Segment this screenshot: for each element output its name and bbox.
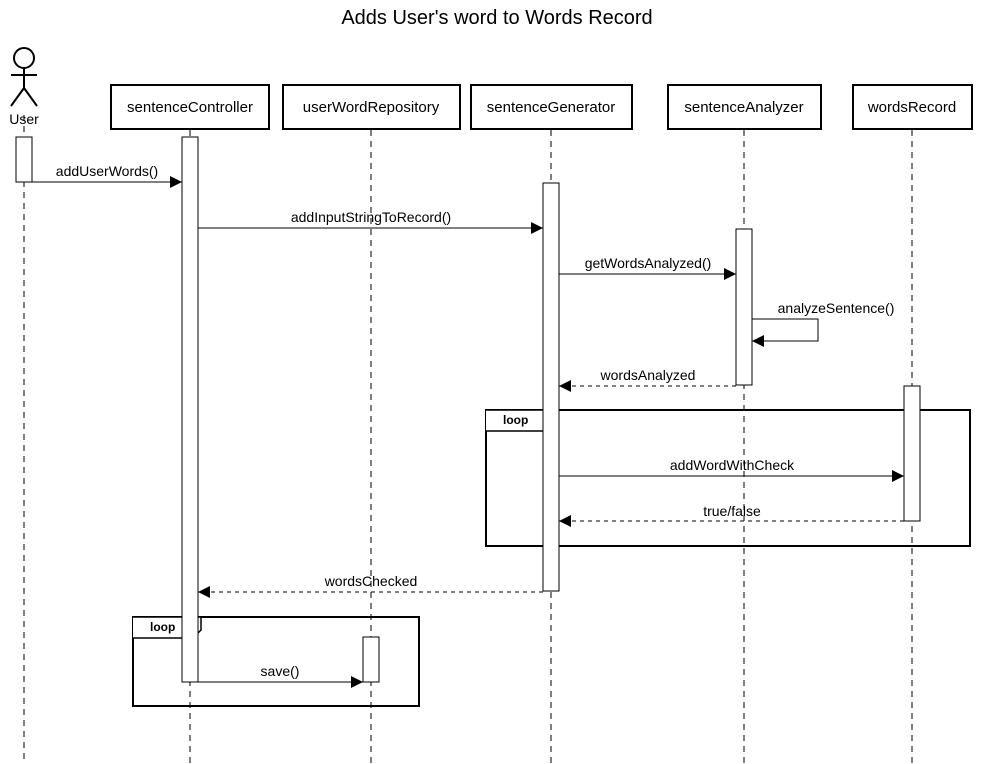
message-add-input-string-to-record: addInputStringToRecord(): [198, 209, 543, 234]
message-label: wordsChecked: [324, 573, 418, 589]
message-label: save(): [261, 663, 300, 679]
activation-user-word-repository: [362, 636, 380, 683]
activation-sentence-generator: [542, 182, 560, 592]
message-label: wordsAnalyzed: [600, 367, 696, 383]
message-label: true/false: [703, 503, 761, 519]
actor-figure-icon: [10, 47, 38, 107]
participant-label: sentenceGenerator: [487, 99, 615, 116]
message-label: addUserWords(): [56, 163, 158, 179]
activation-bars: [15, 136, 921, 683]
message-label: analyzeSentence(): [778, 300, 895, 316]
activation-sentence-controller: [181, 136, 199, 683]
participant-label: userWordRepository: [303, 99, 440, 116]
actor-label: User: [9, 111, 39, 127]
message-add-word-with-check: addWordWithCheck: [559, 457, 904, 482]
message-label: addWordWithCheck: [670, 457, 795, 473]
diagram-title: Adds User's word to Words Record: [341, 7, 652, 29]
participant-sentence-generator: sentenceGenerator: [470, 84, 633, 130]
participant-label: sentenceAnalyzer: [684, 99, 803, 116]
participant-user-word-repository: userWordRepository: [282, 84, 461, 130]
participant-label: wordsRecord: [867, 99, 956, 116]
fragment-loop-words-record: loop: [485, 409, 971, 547]
message-label: getWordsAnalyzed(): [585, 255, 712, 271]
message-label: addInputStringToRecord(): [291, 209, 451, 225]
message-get-words-analyzed: getWordsAnalyzed(): [559, 255, 736, 280]
message-words-checked: wordsChecked: [198, 573, 543, 598]
participant-label: sentenceController: [127, 99, 253, 116]
message-analyze-sentence: analyzeSentence(): [752, 300, 895, 347]
message-true-false: true/false: [559, 503, 904, 527]
participant-sentence-analyzer: sentenceAnalyzer: [667, 84, 822, 130]
actor-user: User: [9, 47, 39, 127]
activation-sentence-analyzer: [735, 228, 753, 386]
message-words-analyzed: wordsAnalyzed: [559, 367, 736, 392]
participant-words-record: wordsRecord: [852, 84, 973, 130]
fragment-label: loop: [503, 413, 528, 427]
fragment-label: loop: [150, 620, 175, 634]
message-add-user-words: addUserWords(): [24, 163, 182, 188]
message-save: save(): [190, 663, 363, 688]
lifelines: [23, 115, 913, 764]
activation-user: [15, 136, 33, 183]
participant-sentence-controller: sentenceController: [110, 84, 270, 130]
activation-words-record: [903, 385, 921, 522]
